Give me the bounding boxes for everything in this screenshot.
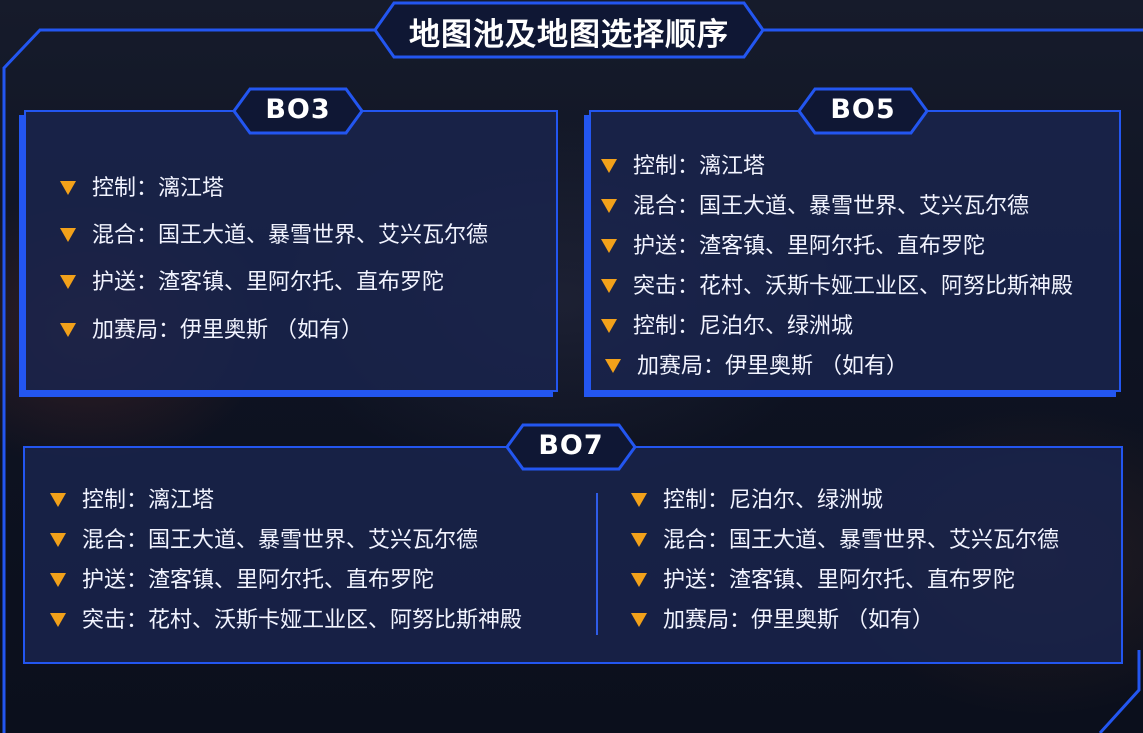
list-item-text: 突击：花村、沃斯卡娅工业区、阿努比斯神殿	[82, 608, 523, 633]
list-item-text: 加赛局：伊里奥斯 （如有）	[637, 354, 908, 379]
list-item: 混合：国王大道、暴雪世界、艾兴瓦尔德	[60, 217, 488, 249]
list-item-text: 加赛局：伊里奥斯 （如有）	[663, 608, 934, 633]
triangle-down-icon	[60, 181, 76, 195]
list-item: 控制：尼泊尔、绿洲城	[601, 308, 853, 340]
list-item-text: 混合：国王大道、暴雪世界、艾兴瓦尔德	[663, 528, 1060, 553]
triangle-down-icon	[601, 239, 617, 253]
list-item-text: 护送：渣客镇、里阿尔托、直布罗陀	[92, 270, 445, 295]
bo5-panel: 控制：漓江塔 混合：国王大道、暴雪世界、艾兴瓦尔德 护送：渣客镇、里阿尔托、直布…	[589, 110, 1121, 392]
list-item: 控制：漓江塔	[60, 170, 224, 202]
list-item: 加赛局：伊里奥斯 （如有）	[60, 312, 363, 344]
list-item-text: 护送：渣客镇、里阿尔托、直布罗陀	[633, 234, 986, 259]
page-title: 地图池及地图选择顺序	[409, 17, 729, 53]
triangle-down-icon	[50, 493, 66, 507]
bo3-panel: 控制：漓江塔 混合：国王大道、暴雪世界、艾兴瓦尔德 护送：渣客镇、里阿尔托、直布…	[24, 110, 558, 392]
list-item-text: 混合：国王大道、暴雪世界、艾兴瓦尔德	[633, 194, 1030, 219]
triangle-down-icon	[50, 573, 66, 587]
list-item-text: 控制：漓江塔	[82, 488, 215, 513]
list-item: 护送：渣客镇、里阿尔托、直布罗陀	[631, 562, 1015, 594]
triangle-down-icon	[50, 613, 66, 627]
list-item: 混合：国王大道、暴雪世界、艾兴瓦尔德	[601, 188, 1029, 220]
triangle-down-icon	[631, 493, 647, 507]
triangle-down-icon	[601, 199, 617, 213]
list-item: 控制：漓江塔	[50, 482, 214, 514]
list-item-text: 护送：渣客镇、里阿尔托、直布罗陀	[82, 568, 435, 593]
column-divider	[596, 493, 598, 635]
list-item: 加赛局：伊里奥斯 （如有）	[605, 348, 908, 380]
list-item: 控制：尼泊尔、绿洲城	[631, 482, 883, 514]
triangle-down-icon	[60, 275, 76, 289]
triangle-down-icon	[60, 228, 76, 242]
bo5-badge: BO5	[797, 87, 929, 135]
list-item: 突击：花村、沃斯卡娅工业区、阿努比斯神殿	[50, 602, 522, 634]
triangle-down-icon	[60, 323, 76, 337]
list-item: 护送：渣客镇、里阿尔托、直布罗陀	[60, 264, 444, 296]
list-item: 突击：花村、沃斯卡娅工业区、阿努比斯神殿	[601, 268, 1073, 300]
triangle-down-icon	[631, 613, 647, 627]
bo3-badge: BO3	[232, 87, 364, 135]
bo7-panel: 控制：漓江塔 混合：国王大道、暴雪世界、艾兴瓦尔德 护送：渣客镇、里阿尔托、直布…	[23, 446, 1123, 664]
list-item: 护送：渣客镇、里阿尔托、直布罗陀	[601, 228, 985, 260]
list-item-text: 控制：尼泊尔、绿洲城	[663, 488, 884, 513]
list-item-text: 控制：漓江塔	[633, 154, 766, 179]
list-item-text: 护送：渣客镇、里阿尔托、直布罗陀	[663, 568, 1016, 593]
list-item: 加赛局：伊里奥斯 （如有）	[631, 602, 934, 634]
list-item: 护送：渣客镇、里阿尔托、直布罗陀	[50, 562, 434, 594]
page-title-badge: 地图池及地图选择顺序	[372, 0, 766, 60]
bo5-label: BO5	[830, 94, 896, 125]
list-item-text: 混合：国王大道、暴雪世界、艾兴瓦尔德	[82, 528, 479, 553]
triangle-down-icon	[631, 573, 647, 587]
list-item: 混合：国王大道、暴雪世界、艾兴瓦尔德	[631, 522, 1059, 554]
triangle-down-icon	[601, 159, 617, 173]
list-item: 混合：国王大道、暴雪世界、艾兴瓦尔德	[50, 522, 478, 554]
triangle-down-icon	[631, 533, 647, 547]
list-item-text: 控制：尼泊尔、绿洲城	[633, 314, 854, 339]
bo7-label: BO7	[538, 430, 604, 461]
list-item-text: 控制：漓江塔	[92, 176, 225, 201]
list-item-text: 加赛局：伊里奥斯 （如有）	[92, 318, 363, 343]
bo3-label: BO3	[265, 94, 331, 125]
list-item-text: 突击：花村、沃斯卡娅工业区、阿努比斯神殿	[633, 274, 1074, 299]
list-item-text: 混合：国王大道、暴雪世界、艾兴瓦尔德	[92, 223, 489, 248]
triangle-down-icon	[50, 533, 66, 547]
bo7-badge: BO7	[505, 423, 637, 471]
list-item: 控制：漓江塔	[601, 148, 765, 180]
triangle-down-icon	[601, 319, 617, 333]
triangle-down-icon	[601, 279, 617, 293]
triangle-down-icon	[605, 359, 621, 373]
